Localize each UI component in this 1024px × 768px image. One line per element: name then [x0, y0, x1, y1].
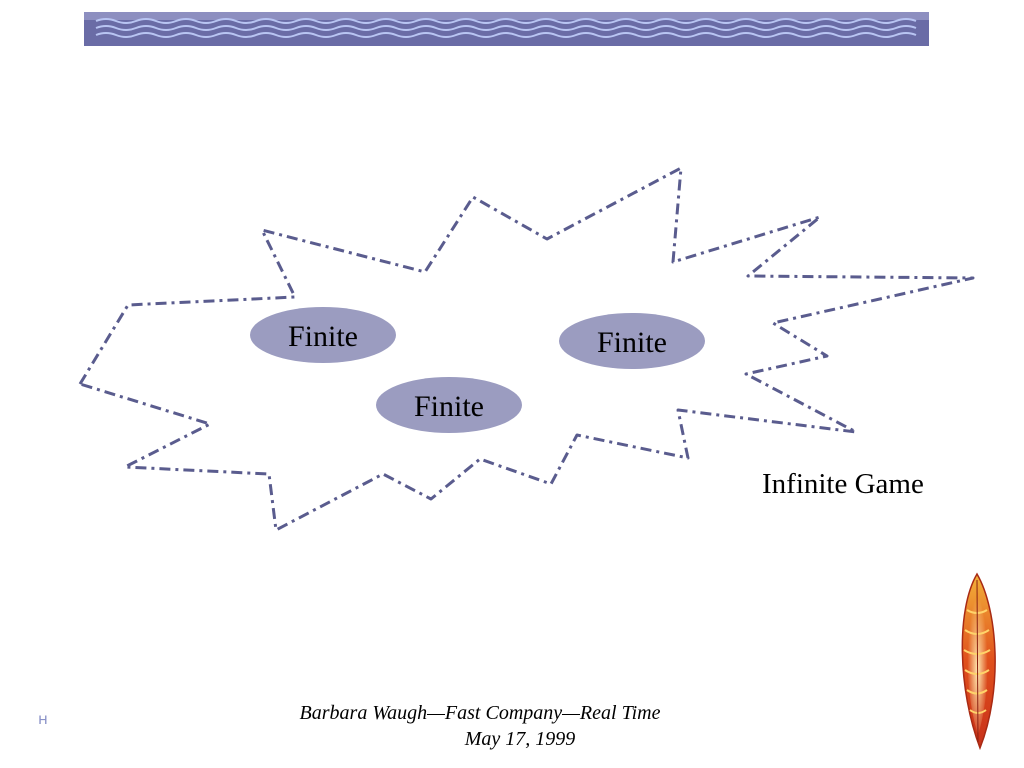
finite-game-label: Finite	[288, 320, 358, 353]
banner-wave-3	[95, 32, 917, 38]
banner-wave-2	[95, 25, 917, 31]
banner-wave-1	[95, 18, 917, 24]
slide-footer: Barbara Waugh—Fast Company—Real Time May…	[230, 700, 730, 752]
finite-game-label: Finite	[414, 390, 484, 423]
infinite-game-boundary	[78, 166, 975, 532]
surfboard-icon	[961, 572, 996, 751]
finite-game-oval-2: Finite	[559, 313, 705, 369]
finite-game-label: Finite	[597, 326, 667, 359]
footer-date: May 17, 1999	[464, 728, 576, 750]
finite-game-oval-1: Finite	[250, 307, 396, 363]
infinite-game-label: Infinite Game	[762, 468, 924, 500]
home-nav-icon[interactable]: ʜ	[38, 710, 48, 728]
footer-credit: Barbara Waugh—Fast Company—Real Time	[299, 702, 661, 724]
home-nav-glyph: ʜ	[38, 710, 48, 728]
header-banner	[84, 12, 929, 46]
finite-game-oval-3: Finite	[376, 377, 522, 433]
